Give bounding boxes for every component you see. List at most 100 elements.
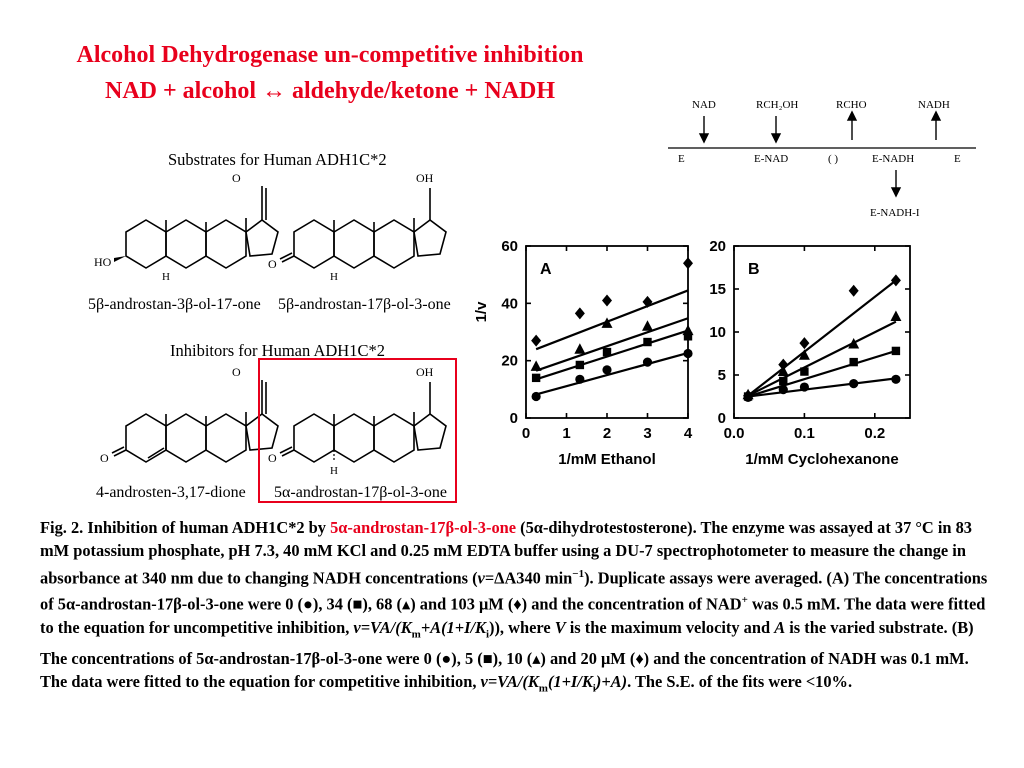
caption-sub: m xyxy=(538,682,548,695)
panel-label: A xyxy=(540,261,552,278)
slide-title-line2: NAD + alcohol ↔ aldehyde/ketone + NADH xyxy=(104,78,556,104)
caption-highlight: 5α-androstan-17β-ol-3-one xyxy=(330,518,517,537)
point-diamond xyxy=(642,295,653,308)
caption-text: )), where xyxy=(489,618,555,638)
y-tick-label: 60 xyxy=(501,238,518,255)
atom-label: O xyxy=(232,365,241,379)
caption-sub: m xyxy=(411,628,421,641)
x-axis-label: 1/mM Ethanol xyxy=(558,451,656,468)
point-diamond xyxy=(890,274,901,287)
x-tick-label: 3 xyxy=(643,425,651,442)
scheme-top-label: RCHO xyxy=(836,99,867,111)
point-diamond xyxy=(574,307,585,320)
atom-label: OH xyxy=(416,365,434,379)
inhibitors-header: Inhibitors for Human ADH1C*2 xyxy=(170,341,385,360)
atom-label: OH xyxy=(416,171,434,185)
caption-text: =ΔA340 min xyxy=(484,568,573,588)
atom-label: H xyxy=(330,271,338,283)
point-triangle xyxy=(777,365,789,377)
highlight-box xyxy=(258,358,457,503)
x-tick-label: 0 xyxy=(522,425,530,442)
point-square xyxy=(849,357,858,367)
point-diamond xyxy=(743,389,754,402)
fit-line-circle xyxy=(747,377,897,398)
scheme-line-label: E-NAD xyxy=(754,153,788,165)
point-circle xyxy=(891,374,901,384)
caption-sup: + xyxy=(741,594,748,607)
x-tick-label: 0.0 xyxy=(724,425,745,442)
fit-line-diamond xyxy=(535,289,689,351)
atom-label: H xyxy=(330,465,338,477)
scheme-top-label: RCH₂OH xyxy=(756,99,798,111)
panel-label: B xyxy=(748,261,760,278)
caption-text: Fig. 2. Inhibition of human ADH1C*2 by xyxy=(40,518,331,537)
atom-label: O xyxy=(268,451,277,465)
substrates-header: Substrates for Human ADH1C*2 xyxy=(168,150,387,169)
atom-label: O xyxy=(100,451,109,465)
point-triangle xyxy=(890,310,902,322)
caption-text: (5α-dihydrotestosterone). The enzyme was… xyxy=(40,518,973,588)
fit-line-circle xyxy=(535,351,689,396)
point-circle xyxy=(799,382,809,392)
point-diamond xyxy=(602,294,612,307)
fit-line-square xyxy=(535,329,689,381)
y-tick-label: 20 xyxy=(709,238,726,255)
compound-name-i1: 4-androsten-3,17-dione xyxy=(96,484,246,501)
point-square xyxy=(643,337,652,347)
y-tick-label: 15 xyxy=(709,281,726,298)
caption-var: V xyxy=(554,618,566,638)
compound-name-s1: 5β-androstan-3β-ol-17-one xyxy=(88,296,261,313)
x-axis-label: 1/mM Cyclohexanone xyxy=(745,451,898,468)
fit-line-triangle xyxy=(747,320,897,397)
caption-text: is the maximum velocity and xyxy=(565,618,775,638)
caption-sub: i xyxy=(485,628,490,641)
x-tick-label: 0.2 xyxy=(864,425,885,442)
x-tick-label: 4 xyxy=(684,425,693,442)
y-tick-label: 5 xyxy=(718,367,726,384)
y-tick-label: 10 xyxy=(709,324,726,341)
point-circle xyxy=(683,348,693,359)
x-tick-label: 1 xyxy=(562,425,570,442)
point-triangle xyxy=(848,338,860,349)
scheme-top-label: NAD xyxy=(692,99,716,111)
fit-line-triangle xyxy=(535,317,689,372)
atom-label: O xyxy=(232,171,241,185)
caption-sub: i xyxy=(592,682,596,695)
point-square xyxy=(531,373,541,383)
point-triangle xyxy=(530,360,542,371)
fit-line-diamond xyxy=(747,279,897,397)
point-square xyxy=(891,346,901,356)
atom-label: HO xyxy=(94,255,112,269)
point-circle xyxy=(849,379,859,389)
caption-text: ). Duplicate assays were averaged. (A) T… xyxy=(40,568,988,614)
point-diamond xyxy=(683,257,693,270)
point-square xyxy=(602,347,612,357)
y-tick-label: 0 xyxy=(718,410,726,427)
point-circle xyxy=(602,365,612,375)
slide-title-line1: Alcohol Dehydrogenase un-competitive inh… xyxy=(76,42,584,68)
x-tick-label: 0.1 xyxy=(794,425,815,442)
caption-equation: v=VA/(K xyxy=(480,672,539,691)
point-square xyxy=(800,367,809,376)
compound-name-i2: 5α-androstan-17β-ol-3-one xyxy=(274,484,447,501)
scheme-line-label: E-NADH xyxy=(872,153,914,165)
y-tick-label: 40 xyxy=(501,295,518,312)
kinetic-scheme: NAD RCH₂OH RCHO NADH E E-NAD ( ) E-NADH … xyxy=(668,99,976,219)
structure-s2: OH O H xyxy=(268,171,447,283)
point-diamond xyxy=(531,334,542,347)
caption-var: A xyxy=(774,618,786,638)
point-triangle xyxy=(574,343,586,354)
scheme-top-label: NADH xyxy=(918,99,950,111)
atom-label: O xyxy=(268,257,277,271)
y-axis-label: 1/v xyxy=(473,301,490,323)
point-square xyxy=(683,332,693,341)
caption-sup: −1 xyxy=(572,567,585,580)
point-diamond xyxy=(848,284,859,297)
point-triangle xyxy=(642,320,653,331)
scheme-line-label: E xyxy=(954,153,961,165)
scheme-line-label: E xyxy=(678,153,685,165)
caption-text: was 0.5 mM. The data were fitted to the … xyxy=(40,594,986,638)
point-diamond xyxy=(778,358,789,371)
